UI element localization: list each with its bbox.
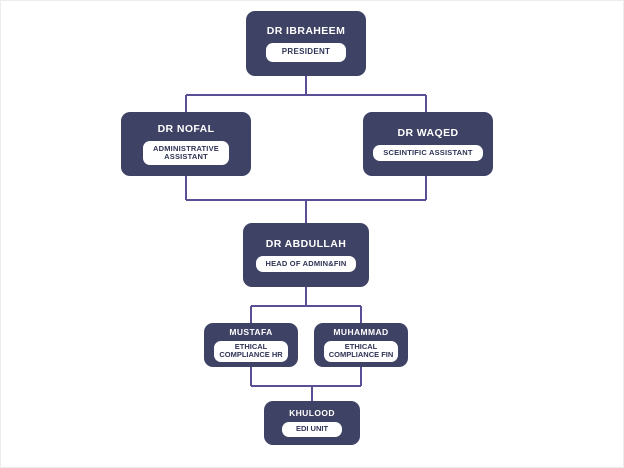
node-dr-ibraheem[interactable]: DR IBRAHEEM PRESIDENT xyxy=(246,11,366,76)
role-line-2: COMPLIANCE HR xyxy=(219,350,283,360)
node-name-muhammad: MUHAMMAD xyxy=(333,327,389,338)
role-line-2: ASSISTANT xyxy=(164,152,208,162)
node-role-head-of-admin-fin: HEAD OF ADMIN&FIN xyxy=(256,255,356,273)
node-role-scientific-assistant: SCEINTIFIC ASSISTANT xyxy=(373,144,483,162)
role-line-1: ETHICAL xyxy=(344,341,378,351)
node-mustafa[interactable]: MUSTAFA ETHICAL COMPLIANCE HR xyxy=(204,323,298,367)
node-dr-abdullah[interactable]: DR ABDULLAH HEAD OF ADMIN&FIN xyxy=(243,223,369,287)
node-name-khulood: KHULOOD xyxy=(289,408,335,419)
node-role-ethical-compliance-hr: ETHICAL COMPLIANCE HR xyxy=(214,340,288,362)
node-role-edi-unit: EDI UNIT xyxy=(281,422,343,437)
node-khulood[interactable]: KHULOOD EDI UNIT xyxy=(264,401,360,445)
role-line-1: ADMINISTRATIVE xyxy=(153,143,219,153)
node-dr-waqed[interactable]: DR WAQED SCEINTIFIC ASSISTANT xyxy=(363,112,493,176)
node-role-administrative-assistant: ADMINISTRATIVE ASSISTANT xyxy=(143,140,229,166)
node-name-mustafa: MUSTAFA xyxy=(229,327,273,338)
node-role-ethical-compliance-fin: ETHICAL COMPLIANCE FIN xyxy=(323,340,399,362)
node-name-dr-ibraheem: DR IBRAHEEM xyxy=(266,24,346,37)
node-name-dr-waqed: DR WAQED xyxy=(397,126,459,139)
node-dr-nofal[interactable]: DR NOFAL ADMINISTRATIVE ASSISTANT xyxy=(121,112,251,176)
node-name-dr-nofal: DR NOFAL xyxy=(157,122,215,135)
role-line-1: ETHICAL xyxy=(234,341,268,351)
node-name-dr-abdullah: DR ABDULLAH xyxy=(265,237,347,250)
role-line-2: COMPLIANCE FIN xyxy=(328,350,394,360)
node-muhammad[interactable]: MUHAMMAD ETHICAL COMPLIANCE FIN xyxy=(314,323,408,367)
node-role-president: PRESIDENT xyxy=(265,43,347,62)
